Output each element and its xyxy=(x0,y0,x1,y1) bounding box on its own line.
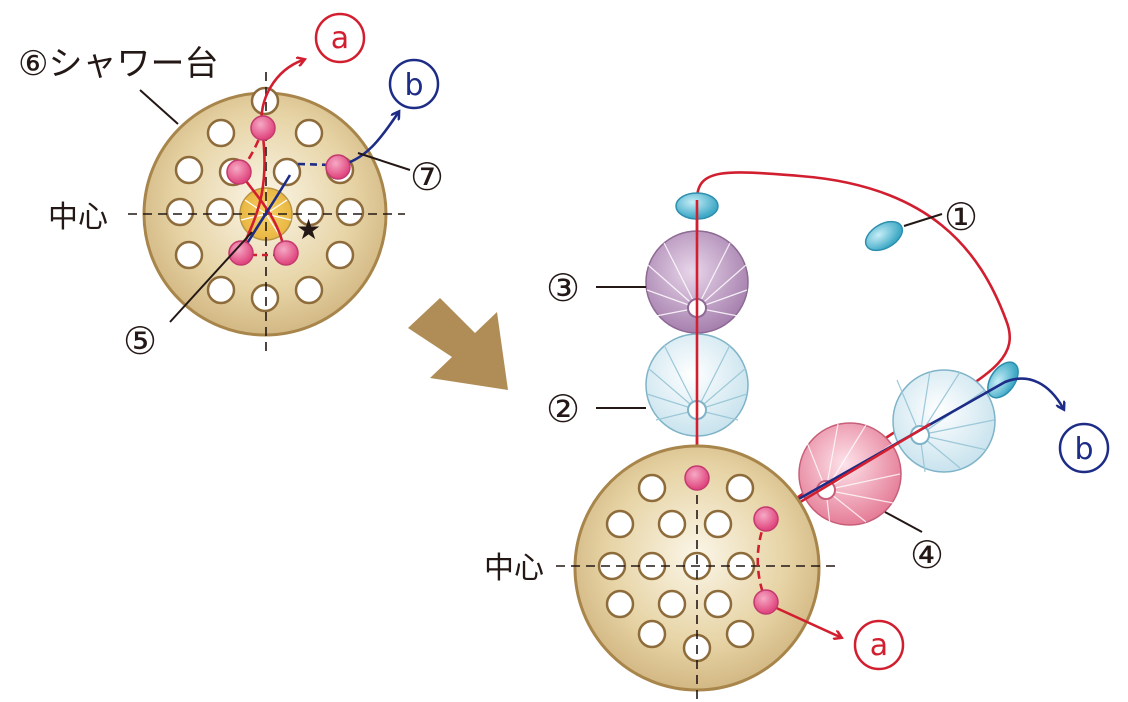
circle-a-bottom: a xyxy=(853,619,905,671)
pink-flower-4 xyxy=(798,422,902,526)
leader-1 xyxy=(903,213,943,227)
label-5-leader xyxy=(169,231,253,323)
pink-beads-bottom xyxy=(684,465,779,615)
svg-text:b: b xyxy=(1074,432,1093,467)
light-blue-flower-right xyxy=(892,369,996,473)
svg-text:a: a xyxy=(870,628,888,663)
bottom-disc-group xyxy=(556,444,840,700)
center-label-top: 中心 xyxy=(48,200,108,235)
svg-text:b: b xyxy=(404,68,423,103)
label-4: ④ xyxy=(910,533,944,577)
label-3: ③ xyxy=(546,266,580,310)
circle-b-right: b xyxy=(1058,422,1110,474)
label-2: ② xyxy=(546,387,580,431)
circle-a-top: a xyxy=(314,12,366,64)
center-label-bottom: 中心 xyxy=(484,551,544,586)
shower-base-label: ⑥シャワー台 xyxy=(18,44,218,84)
label-7: ⑦ xyxy=(410,155,444,199)
svg-text:a: a xyxy=(331,21,349,56)
label-1: ① xyxy=(944,195,978,239)
shower-base-leader xyxy=(139,89,179,125)
circle-b-top: b xyxy=(388,58,440,110)
top-left-disc-group: ★ xyxy=(128,60,405,352)
label-7-leader xyxy=(357,152,411,171)
red-dashed-arc xyxy=(756,519,768,602)
leader-4 xyxy=(884,511,923,533)
pink-beads-top xyxy=(226,115,351,266)
blue-path-right xyxy=(766,377,1063,519)
red-exit-arrow xyxy=(771,604,840,637)
arrow-icon xyxy=(408,298,508,390)
label-5: ⑤ xyxy=(123,319,157,363)
star-icon: ★ xyxy=(296,213,321,246)
crosshair-bottom xyxy=(556,480,840,700)
